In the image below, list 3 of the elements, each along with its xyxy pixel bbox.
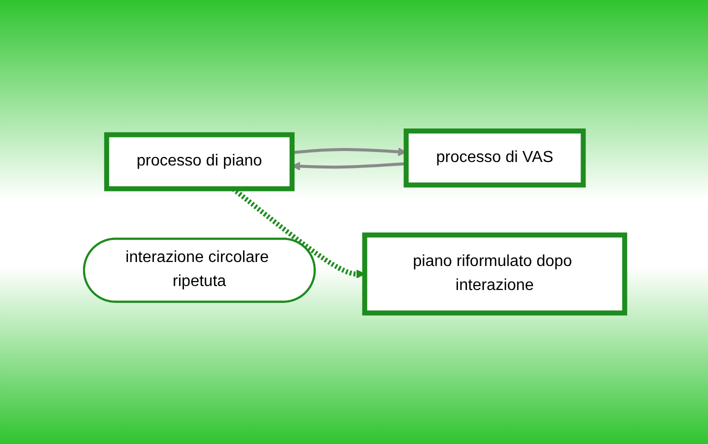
node-box: processo di VAS xyxy=(403,128,586,188)
node-box: piano riformulato dopo interazione xyxy=(362,232,627,316)
node-box: processo di piano xyxy=(104,132,294,192)
